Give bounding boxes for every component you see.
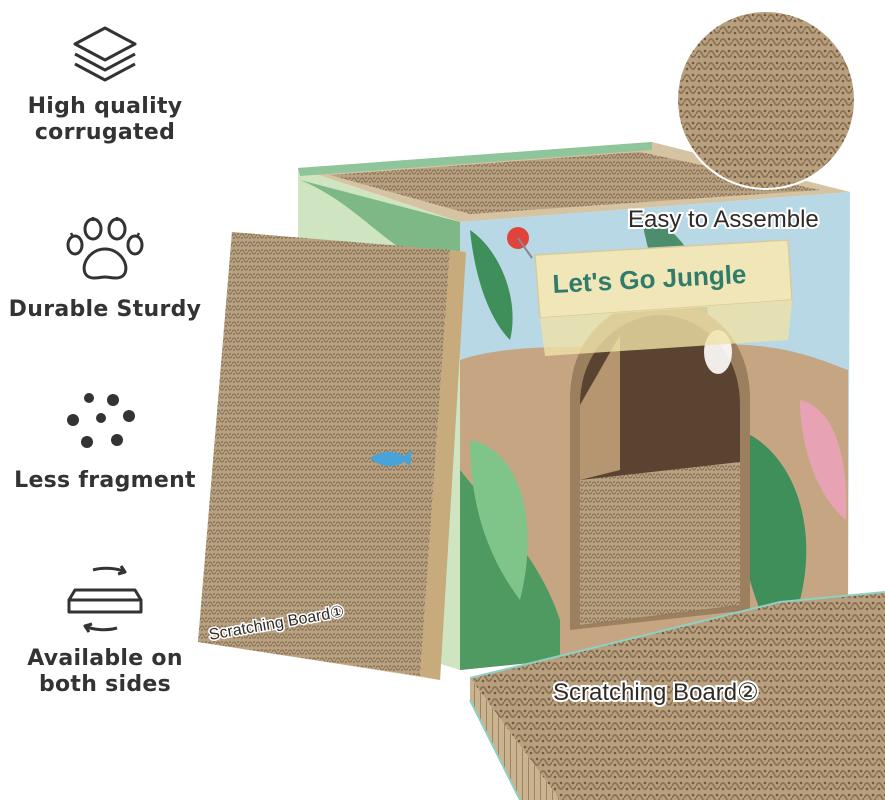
feature-label: Durable Sturdy (8, 297, 202, 322)
feature-high-quality: High quality corrugated (0, 22, 210, 146)
scratching-board-2 (469, 591, 885, 800)
feature-less-fragment: Less fragment (0, 390, 210, 494)
feature-both-sides: Available on both sides (0, 562, 210, 698)
callout-board-2: Scratching Board② (553, 679, 759, 706)
reversible-tray-icon (67, 565, 143, 633)
dots-icon (67, 393, 135, 448)
feature-durable: Durable Sturdy (0, 215, 210, 323)
feature-label: Available on both sides (27, 646, 183, 697)
scratching-board-1 (198, 232, 466, 680)
box-sign: Let's Go Jungle (507, 227, 793, 356)
feature-label: Less fragment (14, 468, 196, 493)
corrugated-zoom (676, 10, 856, 190)
layers-icon (73, 26, 137, 82)
paw-icon (66, 217, 144, 280)
feature-label: High quality corrugated (27, 94, 183, 145)
callout-easy-assemble: Easy to Assemble (628, 206, 819, 233)
product-scene: Let's Go Jungle Easy to Assemble Scratch… (198, 10, 885, 800)
